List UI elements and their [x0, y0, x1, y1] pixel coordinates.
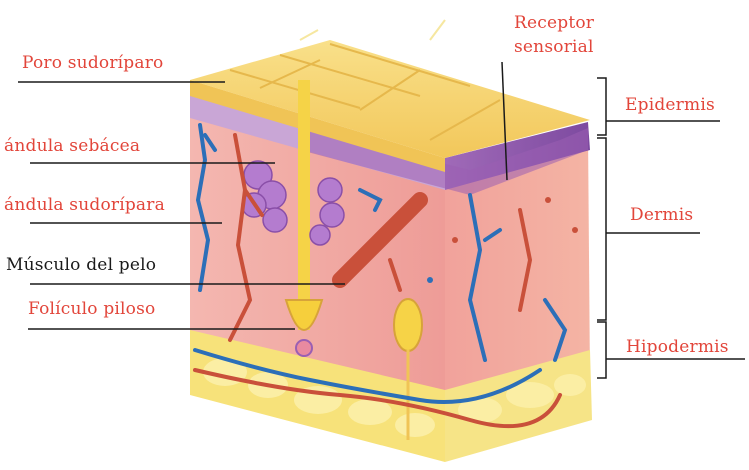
- label-epidermis: Epidermis: [625, 96, 715, 115]
- label-dermis: Dermis: [630, 206, 693, 225]
- label-glandula-sudoripara: ándula sudorípara: [4, 196, 165, 215]
- label-musculo-del-pelo: Músculo del pelo: [6, 256, 156, 275]
- layer-brackets: [597, 78, 745, 378]
- label-hipodermis: Hipodermis: [626, 338, 729, 357]
- label-receptor-line2: sensorial: [514, 38, 594, 57]
- label-receptor-line1: Receptor: [514, 14, 594, 33]
- label-foliculo-piloso: Folículo piloso: [28, 300, 155, 319]
- label-poro-sudoriparo: Poro sudoríparo: [22, 54, 163, 73]
- label-glandula-sebacea: ándula sebácea: [4, 137, 140, 156]
